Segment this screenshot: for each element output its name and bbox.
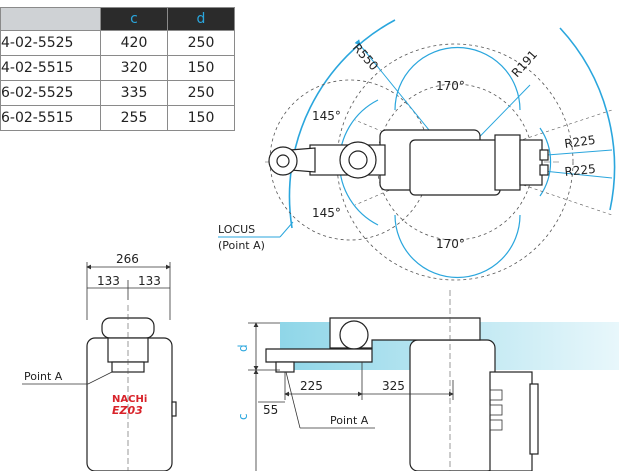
reach-arc-outer-left [288, 19, 396, 229]
side-base-body [409, 339, 496, 471]
base-body [409, 139, 501, 196]
side-arm-link-2 [265, 348, 373, 363]
label-dim-133-right: 133 [138, 274, 161, 288]
connector [539, 164, 549, 176]
side-joint [339, 320, 369, 350]
brand-logo: NACHi [112, 394, 147, 405]
locus-leader [279, 221, 294, 238]
point-a-leader-side [285, 371, 301, 429]
range-arc-170-bottom [394, 214, 521, 279]
robot-arm-top [268, 129, 549, 196]
label-angle-bottom: 170° [436, 237, 465, 251]
table-row: 4-02-5515 320 150 [0, 55, 235, 81]
cell-c: 255 [100, 105, 168, 131]
tool-flange-inner [276, 154, 290, 168]
connector-block [519, 139, 543, 186]
label-dim-55: 55 [263, 403, 278, 417]
guide-line [454, 161, 613, 216]
header-model [0, 7, 101, 31]
label-dim-325: 325 [382, 379, 405, 393]
table-row: 6-02-5515 255 150 [0, 105, 235, 131]
header-d: d [167, 7, 235, 31]
side-view: d c 225 325 55 Point A [236, 290, 619, 471]
top-view: R550 R191 170° 170° 145° 145° R225 R225 … [218, 19, 616, 281]
side-connector-details [489, 389, 503, 431]
label-r225-bottom: R225 [564, 162, 597, 179]
point-a-leader [87, 371, 113, 385]
side-flange [275, 361, 295, 373]
cell-d: 250 [167, 30, 235, 56]
label-r191: R191 [509, 47, 540, 80]
table-header-row: c d [0, 7, 235, 31]
cell-d: 250 [167, 80, 235, 106]
cell-model: 6-02-5515 [0, 105, 101, 131]
label-r225-top: R225 [563, 133, 596, 151]
spec-table: c d 4-02-5525 420 250 4-02-5515 320 150 … [0, 7, 235, 131]
robot-side [265, 317, 539, 471]
label-locus: LOCUS [218, 223, 255, 236]
reach-arc-outer-right [559, 27, 616, 211]
connector [539, 149, 549, 161]
label-dim-225: 225 [300, 379, 323, 393]
joint-hub-inner [348, 150, 368, 170]
front-connector [171, 401, 177, 417]
cell-c: 320 [100, 55, 168, 81]
label-dim-c: c [236, 413, 250, 420]
cell-c: 420 [100, 30, 168, 56]
table-row: 4-02-5525 420 250 [0, 30, 235, 56]
label-dim-d: d [236, 344, 250, 352]
label-angle-top: 170° [436, 79, 465, 93]
cell-model: 4-02-5525 [0, 30, 101, 56]
model-logo: EZ03 [112, 404, 143, 417]
side-base-back [489, 371, 533, 471]
label-locus-point: (Point A) [218, 239, 265, 252]
locus-circle-large [336, 43, 574, 281]
front-view: 266 133 133 NACHi EZ03 Point A [22, 252, 177, 471]
cell-model: 6-02-5525 [0, 80, 101, 106]
range-arc-170-top [394, 46, 521, 111]
label-dim-266: 266 [116, 252, 139, 266]
cell-d: 150 [167, 105, 235, 131]
label-point-a-side: Point A [330, 414, 369, 427]
cell-model: 4-02-5515 [0, 55, 101, 81]
label-angle-left-bottom: 145° [312, 206, 341, 220]
label-angle-left-top: 145° [312, 109, 341, 123]
label-dim-133-left: 133 [97, 274, 120, 288]
label-r550: R550 [350, 41, 381, 74]
base-back [494, 134, 521, 191]
label-point-a-front: Point A [24, 370, 63, 383]
table-row: 6-02-5525 335 250 [0, 80, 235, 106]
side-connector [529, 383, 539, 455]
range-arc-right [539, 127, 552, 197]
